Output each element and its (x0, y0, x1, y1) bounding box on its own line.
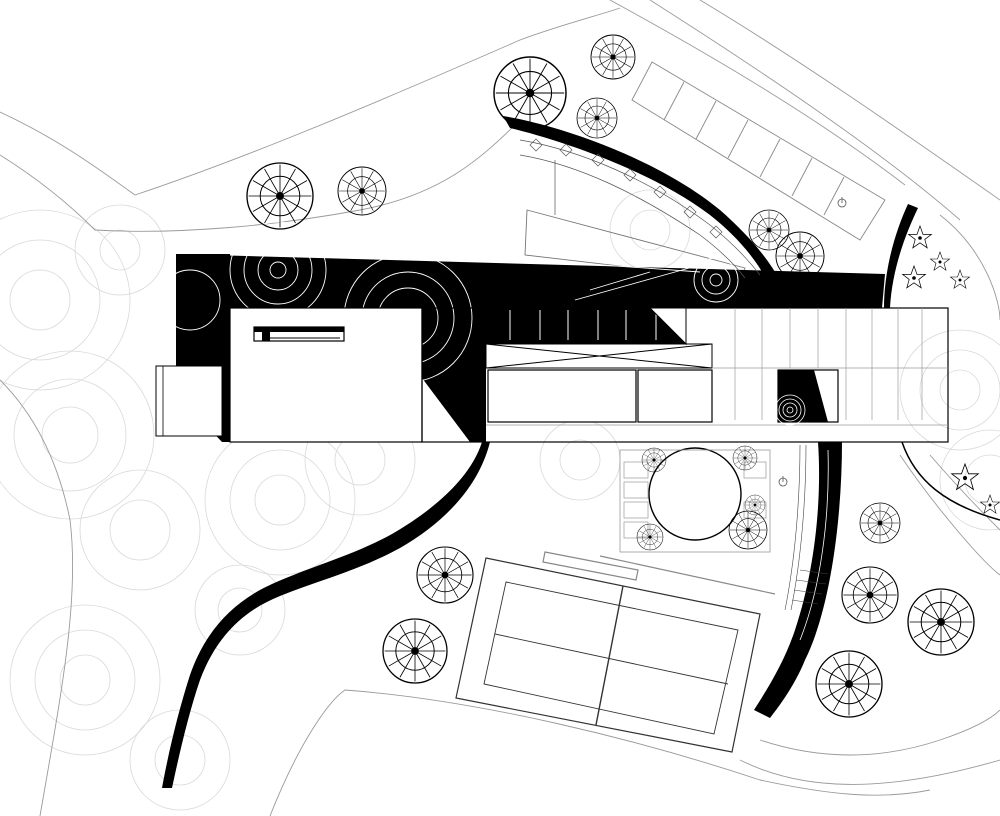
road-edge-north-1 (0, 7, 621, 196)
court-fence-east (599, 555, 776, 595)
building-entry-box (155, 365, 223, 437)
tree-icon (637, 524, 663, 550)
building-west-wing (176, 254, 230, 372)
ramp-hatch (784, 444, 829, 611)
tree-icon (729, 511, 767, 549)
tree-icon (776, 232, 824, 280)
circulation-band (485, 343, 713, 369)
serpentine-wall (162, 442, 490, 788)
court-net (595, 585, 624, 726)
tree-icon (816, 651, 882, 717)
lot-line-east (939, 214, 1000, 321)
parking-stall-line (823, 176, 845, 216)
room-small (637, 369, 713, 423)
building-core-block (422, 308, 486, 442)
lot-line-west-curve (0, 379, 74, 816)
curved-wall-east-lower (901, 441, 1000, 521)
lot-line-southeast-1 (899, 454, 1000, 576)
parking-area (631, 61, 886, 241)
tree-icon (494, 57, 566, 129)
court-outline (455, 557, 761, 753)
garden-band (519, 138, 761, 279)
road-edge-south-3 (739, 759, 1000, 785)
parking-stall-line (695, 100, 717, 140)
patio-void (774, 369, 839, 426)
court-inner (483, 581, 739, 735)
court-entry (542, 551, 639, 581)
tree-icon (338, 167, 386, 215)
accessible-icon (837, 197, 847, 208)
court-service-line (494, 633, 729, 685)
curved-wall-southeast-inner (799, 449, 829, 641)
parking-stall-line (759, 138, 781, 178)
curved-wall-east (884, 204, 918, 308)
tree-icon (842, 567, 898, 623)
road-edge-north-2 (0, 119, 521, 232)
building-black-mass (176, 254, 885, 308)
concentric-rings-icon (774, 394, 806, 426)
parking-stall-line (727, 119, 749, 159)
parking-outline (631, 61, 886, 241)
tree-icon (749, 210, 789, 250)
tree-icon (591, 35, 635, 79)
courtyard-ring (648, 447, 742, 541)
tree-icon (733, 446, 757, 470)
road-edge-east-2 (649, 0, 961, 221)
circle-plaza-icon (619, 447, 788, 553)
road-edge-south-2 (759, 709, 1000, 756)
deck-planks (486, 308, 948, 426)
stair (485, 307, 687, 346)
parking-stall-line (791, 157, 813, 197)
road-edge-east-3 (699, 0, 1000, 201)
tree-icon (908, 589, 974, 655)
road-edge-south-1 (269, 689, 931, 816)
curved-wall-southeast (754, 442, 842, 718)
tree-icon (577, 98, 617, 138)
tree-icon (417, 547, 473, 603)
tree-icon (642, 448, 666, 472)
parking-stall-line (663, 81, 685, 121)
courtyard-pad (619, 449, 771, 553)
tree-icon (383, 619, 447, 683)
terrain-contours (0, 189, 1000, 811)
main-building (155, 307, 949, 443)
road-edge-east-1 (609, 0, 906, 186)
tree-icon (745, 495, 765, 515)
tree-icon (860, 503, 900, 543)
skylight (253, 326, 345, 342)
tennis-court (455, 551, 776, 753)
tree-icon (247, 163, 313, 229)
accessible-icon (778, 476, 788, 487)
lot-line-southeast-2 (929, 454, 1000, 531)
room-large (487, 369, 637, 423)
